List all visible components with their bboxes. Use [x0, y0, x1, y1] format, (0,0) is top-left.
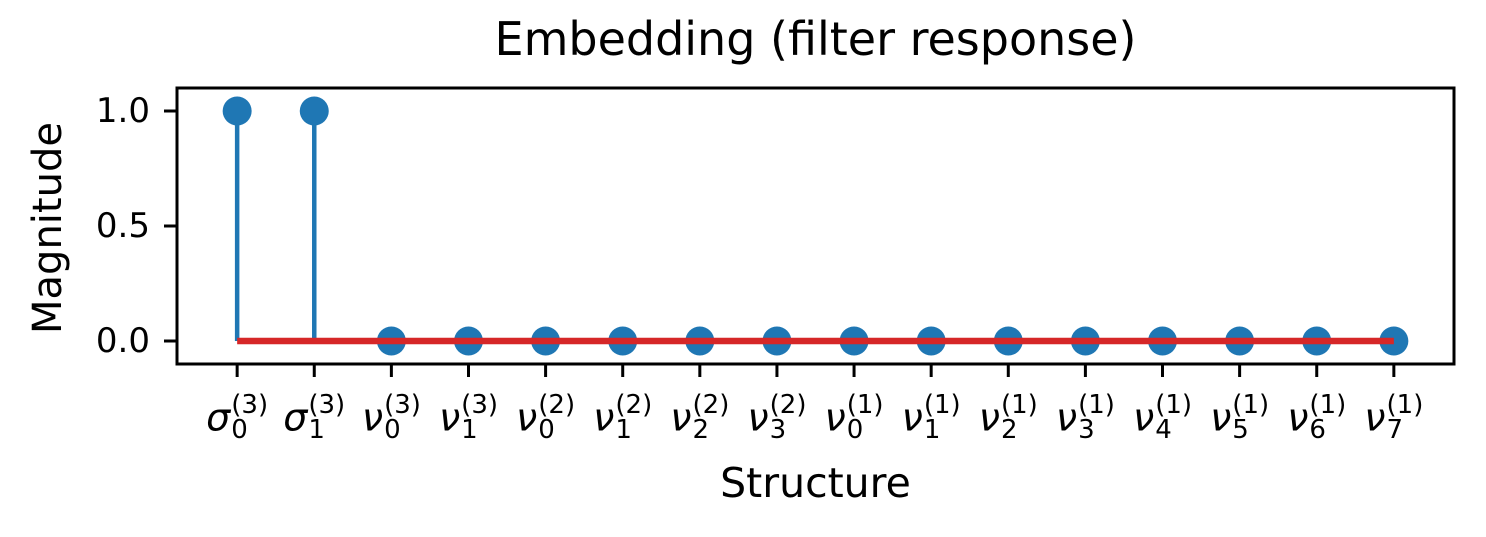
x-tick-subscript: 1 — [461, 414, 478, 445]
x-tick-base-symbol: ν — [361, 395, 384, 440]
x-tick-script-stack: (1)5 — [1232, 390, 1270, 445]
y-tick-label: 0.0 — [95, 321, 150, 361]
x-tick-superscript: (1) — [923, 390, 961, 420]
x-tick-script-stack: (3)0 — [384, 390, 421, 445]
x-tick-superscript: (1) — [1000, 390, 1038, 420]
x-tick-base-symbol: ν — [516, 395, 538, 440]
x-tick-superscript: (3) — [231, 390, 269, 420]
x-tick-script-stack: (2)2 — [692, 390, 730, 445]
x-tick-subscript: 1 — [308, 414, 325, 445]
x-tick-superscript: (1) — [1078, 390, 1115, 420]
x-tick-superscript: (1) — [1386, 390, 1424, 420]
x-tick-superscript: (2) — [769, 390, 807, 420]
x-tick-subscript: 0 — [538, 414, 555, 445]
x-axis-label: Structure — [720, 459, 911, 507]
x-tick-base-symbol: ν — [747, 395, 769, 440]
x-tick-subscript: 6 — [1309, 414, 1326, 445]
x-tick-label: ν(1)3 — [1055, 390, 1115, 445]
x-tick-label: σ(3)0 — [206, 390, 269, 445]
x-tick-base-symbol: ν — [978, 395, 1000, 440]
x-tick-script-stack: (1)6 — [1309, 390, 1347, 445]
x-tick-label: ν(1)2 — [978, 390, 1038, 445]
x-tick-superscript: (1) — [1232, 390, 1270, 420]
x-tick-script-stack: (1)7 — [1386, 390, 1424, 445]
x-tick-superscript: (2) — [615, 390, 653, 420]
x-tick-subscript: 4 — [1155, 414, 1172, 445]
x-tick-script-stack: (2)0 — [538, 390, 576, 445]
x-tick-subscript: 1 — [923, 414, 941, 445]
x-tick-script-stack: (2)3 — [769, 390, 807, 445]
x-tick-subscript: 1 — [615, 414, 632, 445]
x-tick-base-symbol: ν — [1055, 395, 1078, 440]
axes-frame — [175, 86, 1456, 366]
x-tick-subscript: 7 — [1386, 414, 1404, 445]
x-tick-base-symbol: σ — [283, 395, 308, 440]
x-tick-script-stack: (1)3 — [1078, 390, 1115, 445]
x-tick-superscript: (3) — [308, 390, 346, 420]
x-tick-script-stack: (1)2 — [1000, 390, 1038, 445]
x-tick-label: ν(2)0 — [516, 390, 576, 445]
x-tick-script-stack: (1)0 — [846, 390, 884, 445]
x-tick-script-stack: (3)1 — [461, 390, 499, 445]
x-tick-script-stack: (3)1 — [308, 390, 346, 445]
x-tick-superscript: (1) — [1155, 390, 1193, 420]
x-tick-subscript: 0 — [846, 414, 864, 445]
x-tick-subscript: 5 — [1232, 414, 1249, 445]
x-tick-subscript: 3 — [1078, 414, 1095, 445]
x-tick-subscript: 3 — [769, 414, 787, 445]
x-tick-script-stack: (3)0 — [231, 390, 269, 445]
x-tick-label: ν(1)5 — [1210, 390, 1270, 445]
x-tick-label: ν(1)0 — [824, 390, 884, 445]
data-point-marker — [299, 96, 329, 126]
x-tick-label: ν(2)1 — [593, 390, 653, 445]
x-tick-superscript: (1) — [1309, 390, 1347, 420]
x-tick-base-symbol: ν — [1210, 395, 1232, 440]
x-tick-script-stack: (1)1 — [923, 390, 961, 445]
x-tick-label: ν(1)7 — [1364, 390, 1424, 445]
y-tick-label: 1.0 — [95, 91, 150, 131]
x-tick-superscript: (3) — [461, 390, 499, 420]
x-tick-label: ν(1)6 — [1287, 390, 1347, 445]
x-tick-subscript: 2 — [692, 414, 710, 445]
y-tick-label: 0.5 — [95, 206, 150, 246]
x-tick-base-symbol: ν — [1364, 395, 1386, 440]
x-tick-superscript: (2) — [538, 390, 576, 420]
x-tick-label: ν(3)0 — [361, 390, 421, 445]
x-tick-base-symbol: ν — [901, 395, 923, 440]
x-tick-label: ν(2)2 — [670, 390, 730, 445]
x-tick-base-symbol: ν — [824, 395, 846, 440]
x-tick-subscript: 0 — [231, 414, 248, 445]
x-tick-superscript: (3) — [384, 390, 421, 420]
x-tick-label: ν(2)3 — [747, 390, 807, 445]
x-tick-subscript: 0 — [384, 414, 401, 445]
x-tick-base-symbol: ν — [1287, 395, 1309, 440]
x-tick-base-symbol: ν — [1132, 395, 1155, 440]
x-tick-label: ν(1)4 — [1132, 390, 1193, 445]
x-tick-superscript: (2) — [692, 390, 730, 420]
data-point-marker — [222, 96, 252, 126]
x-tick-superscript: (1) — [846, 390, 884, 420]
x-tick-script-stack: (1)4 — [1155, 390, 1193, 445]
x-tick-label: ν(3)1 — [438, 390, 499, 445]
x-tick-script-stack: (2)1 — [615, 390, 653, 445]
x-tick-label: σ(3)1 — [283, 390, 346, 445]
x-tick-base-symbol: ν — [438, 395, 461, 440]
x-tick-base-symbol: ν — [670, 395, 692, 440]
chart-title: Embedding (filter response) — [494, 12, 1137, 66]
x-tick-label: ν(1)1 — [901, 390, 961, 445]
x-tick-base-symbol: σ — [206, 395, 231, 440]
x-tick-subscript: 2 — [1000, 414, 1018, 445]
x-tick-base-symbol: ν — [593, 395, 615, 440]
